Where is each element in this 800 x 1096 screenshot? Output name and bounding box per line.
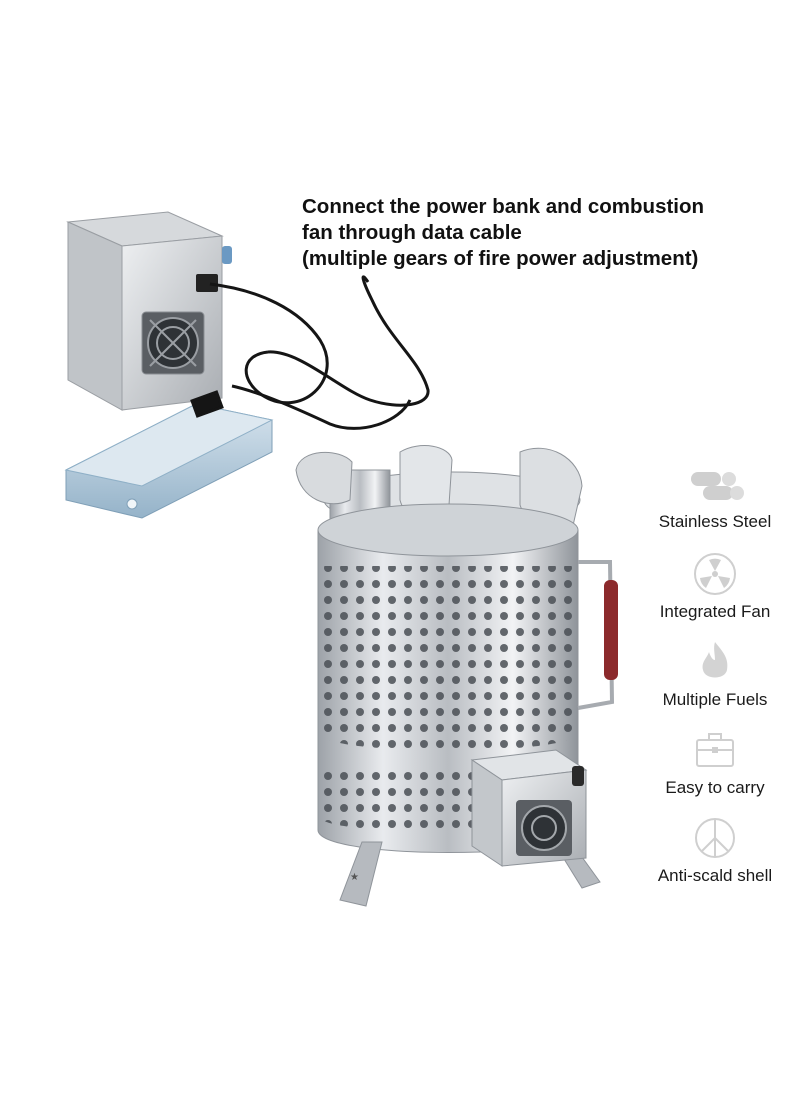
stove-fan-module	[470, 749, 588, 867]
feature-label: Integrated Fan	[659, 602, 771, 621]
feature-label: Anti-scald shell	[657, 866, 773, 885]
flame-icon	[702, 642, 728, 678]
feature-label: Stainless Steel	[658, 512, 772, 531]
steel-pipes-icon	[691, 472, 744, 500]
headline-line-2: fan through data cable	[302, 221, 522, 244]
feature-multiple-fuels: Multiple Fuels	[620, 638, 800, 710]
feature-easy-to-carry: Easy to carry	[620, 726, 800, 798]
peace-icon	[695, 818, 735, 858]
headline: Connect the power bank and combustion fa…	[302, 194, 782, 272]
data-cable	[190, 275, 430, 430]
feature-stainless-steel: Stainless Steel	[620, 460, 800, 532]
power-bank	[64, 403, 274, 519]
headline-line-1: Connect the power bank and combustion	[302, 195, 705, 218]
toolbox-icon	[696, 733, 734, 767]
feature-anti-scald-shell: Anti-scald shell	[620, 814, 800, 886]
svg-text:★: ★	[350, 872, 359, 883]
headline-line-3: (multiple gears of fire power adjustment…	[302, 247, 699, 270]
fan-box	[66, 211, 232, 411]
fan-icon	[694, 553, 736, 595]
feature-label: Easy to carry	[665, 778, 765, 797]
feature-integrated-fan: Integrated Fan	[620, 550, 800, 622]
feature-label: Multiple Fuels	[662, 690, 768, 709]
